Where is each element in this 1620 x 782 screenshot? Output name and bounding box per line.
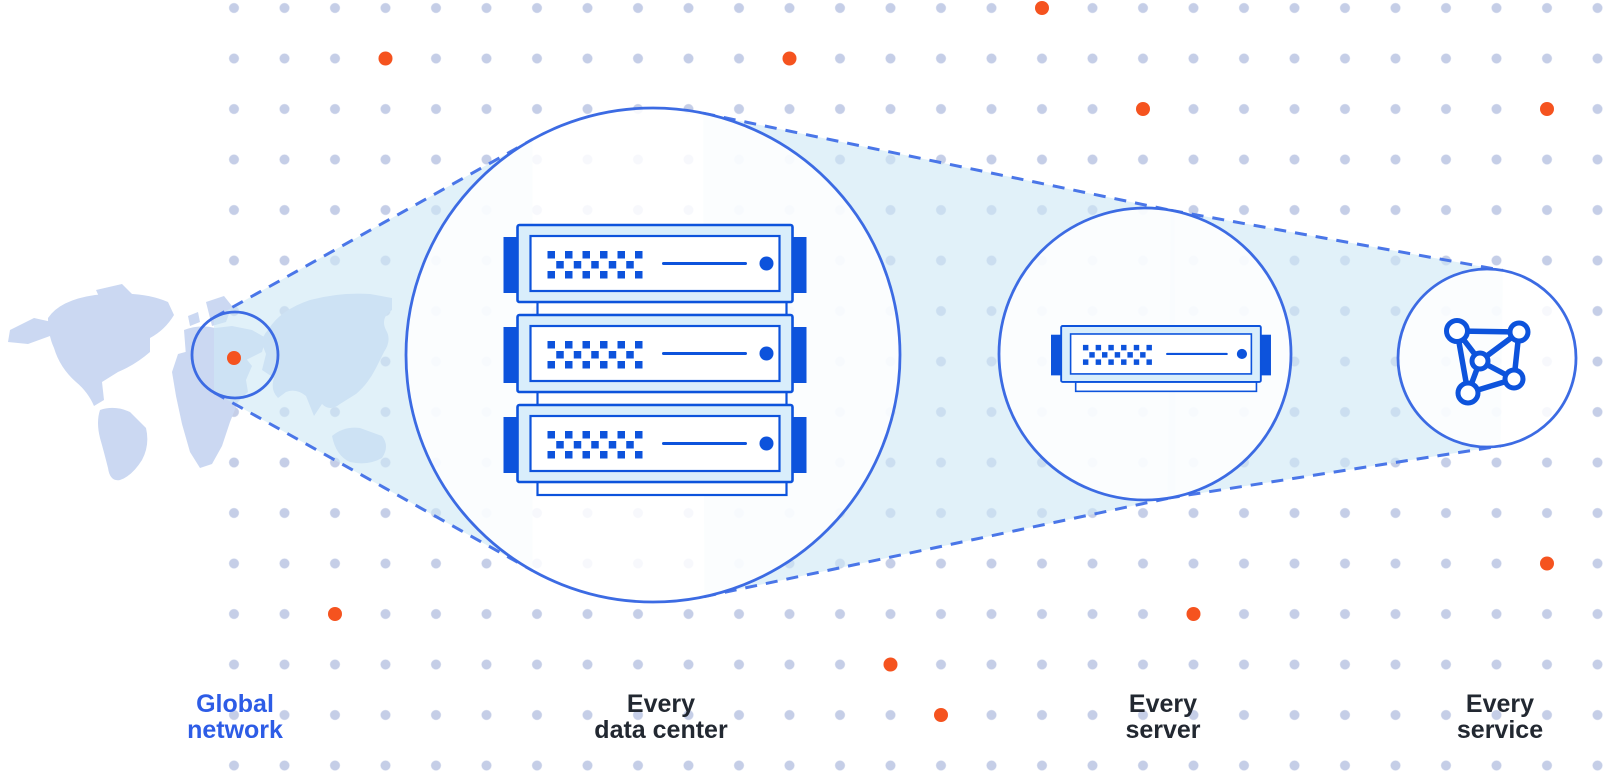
accent-dot [1540,556,1554,571]
label-line: Every [1128,690,1198,718]
accent-dot [1136,102,1150,116]
accent-dot [934,708,948,722]
accent-dot [1540,102,1554,116]
accent-dot [782,51,797,66]
accent-dot [1035,1,1049,15]
server-rack-x3-icon [502,223,808,497]
label-every-service: Every service [1457,691,1543,743]
label-line: Every [626,690,696,718]
server-rack-icon [1049,324,1273,393]
global-network-circle [190,310,280,400]
label-every-server: Every server [1125,691,1200,743]
label-line: data center [594,716,728,744]
accent-dots [328,1,1554,722]
accent-dot [328,607,342,621]
network-mesh-icon [1444,318,1531,406]
label-line: service [1456,716,1544,744]
label-line: Every [1465,690,1535,718]
label-line: Global [196,690,274,718]
accent-dot [1186,607,1201,621]
label-line: network [187,716,283,744]
accent-dot [378,51,393,66]
label-line: server [1125,716,1201,744]
label-global-network: Global network [187,691,283,743]
accent-dot [883,657,898,672]
location-dot-icon [227,351,241,365]
label-every-data-center: Every data center [594,691,727,743]
